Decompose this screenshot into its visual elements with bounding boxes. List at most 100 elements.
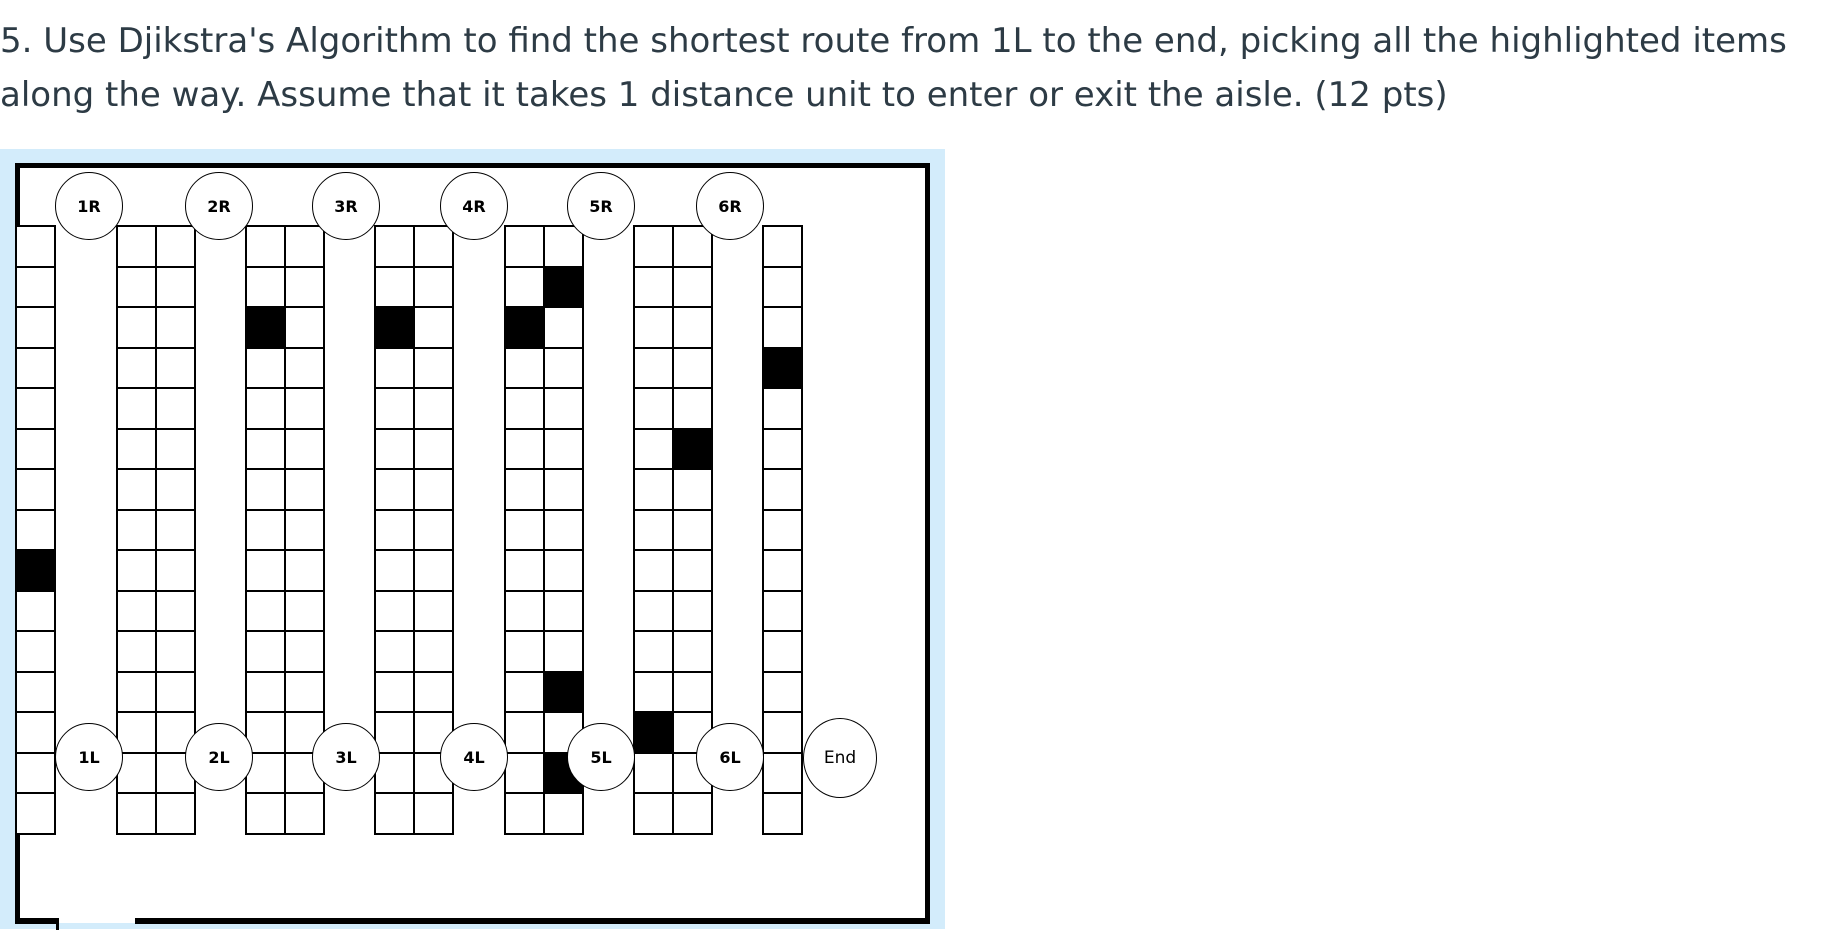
shelf-cell	[505, 470, 545, 511]
shelf-cell	[415, 348, 455, 389]
shelf-cell	[286, 591, 326, 632]
shelf-cell	[376, 794, 416, 835]
shelf-cell	[505, 632, 545, 673]
shelf-cell	[118, 551, 158, 592]
shelf-cell	[673, 267, 713, 308]
shelf-cell	[415, 510, 455, 551]
shelf-cell	[544, 794, 584, 835]
shelf-unit-2	[116, 225, 197, 835]
shelf-cell	[673, 227, 713, 268]
shelf-cell	[286, 632, 326, 673]
shelf-cell	[247, 551, 287, 592]
shelf-cell	[376, 267, 416, 308]
shelf-cell	[764, 429, 804, 470]
shelf-cell	[634, 429, 674, 470]
shelf-cell	[415, 632, 455, 673]
shelf-cell	[247, 470, 287, 511]
shelf-cell	[673, 672, 713, 713]
shelf-cell	[544, 551, 584, 592]
shelf-cell	[118, 753, 158, 794]
shelf-cell	[415, 267, 455, 308]
node-4R: 4R	[440, 172, 508, 240]
shelf-cell	[634, 389, 674, 430]
node-6L: 6L	[696, 723, 764, 791]
shelf-cell	[286, 470, 326, 511]
shelf-cell	[673, 510, 713, 551]
shelf-cell	[286, 267, 326, 308]
shelf-cell	[544, 308, 584, 349]
shelf-cell	[17, 632, 56, 673]
shelf-cell	[634, 227, 674, 268]
shelf-cell	[286, 429, 326, 470]
shelf-cell	[157, 429, 197, 470]
shelf-cell	[505, 794, 545, 835]
shelf-cell	[17, 794, 56, 835]
node-1L: 1L	[55, 723, 123, 791]
shelf-cell	[157, 591, 197, 632]
shelf-cell	[118, 267, 158, 308]
shelf-unit-7	[762, 225, 804, 835]
node-5R: 5R	[567, 172, 635, 240]
shelf-cell	[505, 713, 545, 754]
shelf-cell	[157, 794, 197, 835]
node-3R: 3R	[312, 172, 380, 240]
shelf-cell	[376, 591, 416, 632]
shelf-cell	[544, 591, 584, 632]
shelf-cell	[118, 510, 158, 551]
shelf-cell	[17, 429, 56, 470]
shelf-cell	[634, 672, 674, 713]
shelf-cell	[247, 632, 287, 673]
bottom-wall-right	[135, 918, 930, 924]
highlighted-item-cell	[544, 267, 584, 308]
shelf-cell	[118, 389, 158, 430]
shelf-cell	[634, 632, 674, 673]
shelf-cell	[247, 672, 287, 713]
shelf-cell	[118, 308, 158, 349]
shelf-cell	[673, 389, 713, 430]
shelf-cell	[544, 348, 584, 389]
shelf-cell	[764, 753, 804, 794]
shelf-cell	[247, 267, 287, 308]
shelf-cell	[415, 308, 455, 349]
shelf-cell	[17, 713, 56, 754]
shelf-cell	[118, 429, 158, 470]
shelf-cell	[118, 713, 158, 754]
highlighted-item-cell	[673, 429, 713, 470]
shelf-cell	[247, 227, 287, 268]
shelf-cell	[544, 632, 584, 673]
warehouse-floor: 1R 2R 3R 4R 5R 6R 1L 2L 3L 4L 5L 6L End	[15, 163, 930, 923]
shelf-cell	[17, 753, 56, 794]
shelf-cell	[247, 348, 287, 389]
node-4L: 4L	[440, 723, 508, 791]
shelf-cell	[764, 672, 804, 713]
shelf-cell	[376, 389, 416, 430]
shelf-cell	[634, 308, 674, 349]
node-6R: 6R	[696, 172, 764, 240]
shelf-cell	[415, 794, 455, 835]
shelf-cell	[505, 267, 545, 308]
bottom-wall-left	[15, 918, 57, 924]
shelf-cell	[764, 794, 804, 835]
shelf-cell	[764, 267, 804, 308]
node-end: End	[803, 718, 877, 798]
shelf-cell	[673, 632, 713, 673]
shelf-unit-6	[632, 225, 713, 835]
shelf-cell	[376, 510, 416, 551]
shelf-cell	[286, 227, 326, 268]
highlighted-item-cell	[247, 308, 287, 349]
shelf-cell	[157, 672, 197, 713]
shelf-cell	[118, 591, 158, 632]
shelf-cell	[764, 591, 804, 632]
shelf-cell	[764, 632, 804, 673]
shelf-cell	[286, 672, 326, 713]
shelf-cell	[157, 389, 197, 430]
shelf-cell	[673, 348, 713, 389]
shelf-cell	[415, 389, 455, 430]
shelf-cell	[247, 389, 287, 430]
shelf-cell	[376, 429, 416, 470]
shelf-cell	[118, 672, 158, 713]
shelf-cell	[376, 632, 416, 673]
shelf-cell	[118, 348, 158, 389]
shelf-cell	[17, 389, 56, 430]
shelf-cell	[286, 308, 326, 349]
